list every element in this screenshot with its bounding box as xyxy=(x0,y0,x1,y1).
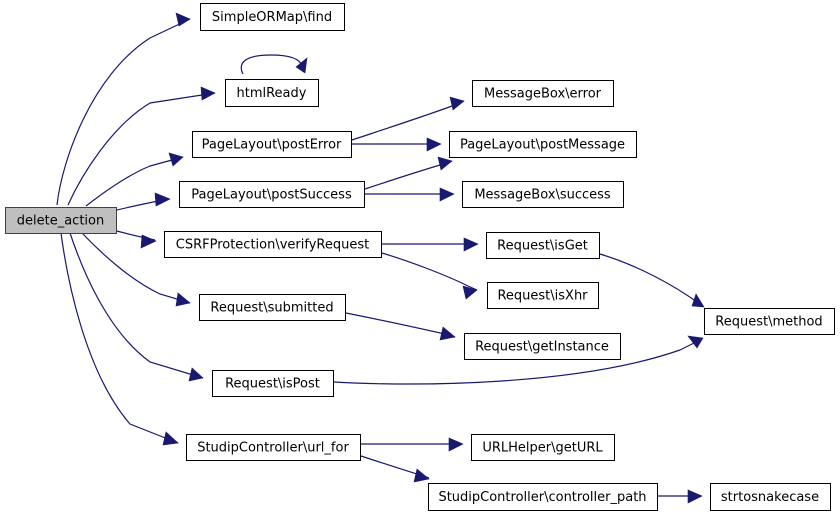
edge-isPost-to-method xyxy=(333,335,704,385)
node-box[interactable] xyxy=(179,181,365,208)
node-box[interactable] xyxy=(449,131,637,158)
edge-verifyRequest-to-isXhr xyxy=(381,252,478,300)
node-box[interactable] xyxy=(428,483,658,511)
arrowhead-icon xyxy=(687,489,703,504)
node-method[interactable]: Request\method xyxy=(704,308,835,335)
edge-delete_action-to-submitted xyxy=(81,232,191,307)
edge-postSuccess-to-postMessage xyxy=(364,156,453,190)
edge-htmlReady-to-htmlReady xyxy=(240,54,308,75)
arrowhead-icon xyxy=(154,192,171,207)
node-postError[interactable]: PageLayout\postError xyxy=(192,131,352,158)
edge-postError-to-postMessage xyxy=(352,137,442,152)
arrowhead-icon xyxy=(463,237,479,252)
edge-url_for-to-getURL xyxy=(361,437,464,452)
node-delete_action[interactable]: delete_action xyxy=(5,207,117,234)
node-box[interactable] xyxy=(486,232,600,259)
edge-isGet-to-method xyxy=(599,253,705,308)
node-box[interactable] xyxy=(464,333,621,360)
node-url_for[interactable]: StudipController\url_for xyxy=(186,434,361,461)
edge-delete_action-to-postError xyxy=(85,152,184,207)
arrowhead-icon xyxy=(200,86,216,101)
nodes-layer: delete_action SimpleORMap\find htmlReadyPa… xyxy=(5,3,835,511)
arrowhead-icon xyxy=(687,335,704,349)
arrowhead-icon xyxy=(175,292,191,307)
arrowhead-icon xyxy=(175,12,191,27)
edge-delete_action-to-url_for xyxy=(60,232,179,446)
node-mbSuccess[interactable]: MessageBox\success xyxy=(462,181,624,208)
node-strtosnakecase[interactable]: strtosnakecase xyxy=(710,483,831,511)
edge-postError-to-mbError xyxy=(351,96,465,141)
node-getURL[interactable]: URLHelper\getURL xyxy=(471,434,615,461)
arrowhead-icon xyxy=(188,367,204,382)
node-controller_path[interactable]: StudipController\controller_path xyxy=(428,483,658,511)
node-postSuccess[interactable]: PageLayout\postSuccess xyxy=(179,181,365,208)
arrowhead-icon xyxy=(462,285,478,300)
node-box[interactable] xyxy=(472,80,614,107)
node-box[interactable] xyxy=(199,294,346,321)
node-isXhr[interactable]: Request\isXhr xyxy=(487,282,599,309)
edge-controller_path-to-strtosnakecase xyxy=(658,489,703,504)
node-htmlReady[interactable]: htmlReady xyxy=(225,79,319,107)
node-postMessage[interactable]: PageLayout\postMessage xyxy=(449,131,637,158)
node-verifyRequest[interactable]: CSRFProtection\verifyRequest xyxy=(164,231,382,258)
node-isPost[interactable]: Request\isPost xyxy=(212,370,334,397)
node-mbError[interactable]: MessageBox\error xyxy=(472,80,614,107)
arrowhead-icon xyxy=(448,437,464,452)
arrowhead-icon xyxy=(140,234,157,249)
node-getInstance[interactable]: Request\getInstance xyxy=(464,333,621,360)
node-box[interactable] xyxy=(471,434,615,461)
edge-verifyRequest-to-isGet xyxy=(382,237,479,252)
node-box[interactable] xyxy=(710,483,831,511)
node-box[interactable] xyxy=(192,131,352,158)
edge-url_for-to-controller_path xyxy=(360,455,430,483)
arrowhead-icon xyxy=(426,137,442,152)
arrowhead-icon xyxy=(449,96,465,111)
arrowhead-icon xyxy=(439,187,455,202)
arrowhead-icon xyxy=(168,152,184,167)
edge-postSuccess-to-mbSuccess xyxy=(365,187,455,202)
node-box[interactable] xyxy=(200,3,345,31)
edge-delete_action-to-find xyxy=(56,12,191,206)
node-find[interactable]: SimpleORMap\find xyxy=(200,3,345,31)
node-box[interactable] xyxy=(186,434,361,461)
node-box[interactable] xyxy=(487,282,599,309)
node-box[interactable] xyxy=(212,370,334,397)
node-submitted[interactable]: Request\submitted xyxy=(199,294,346,321)
edge-delete_action-to-isPost xyxy=(69,232,204,382)
arrowhead-icon xyxy=(691,293,705,308)
arrowhead-icon xyxy=(413,468,430,483)
arrowhead-icon xyxy=(295,57,308,74)
arrowhead-icon xyxy=(437,156,453,171)
node-isGet[interactable]: Request\isGet xyxy=(486,232,600,259)
node-box[interactable] xyxy=(225,79,319,107)
edge-delete_action-to-htmlReady xyxy=(67,86,216,206)
node-box[interactable] xyxy=(5,207,117,234)
edge-submitted-to-getInstance xyxy=(345,312,456,341)
node-box[interactable] xyxy=(164,231,382,258)
node-box[interactable] xyxy=(462,181,624,208)
edge-delete_action-to-postSuccess xyxy=(112,192,171,212)
arrowhead-icon xyxy=(439,326,456,341)
arrowhead-icon xyxy=(162,431,179,446)
edge-delete_action-to-verifyRequest xyxy=(112,229,157,249)
node-box[interactable] xyxy=(704,308,835,335)
